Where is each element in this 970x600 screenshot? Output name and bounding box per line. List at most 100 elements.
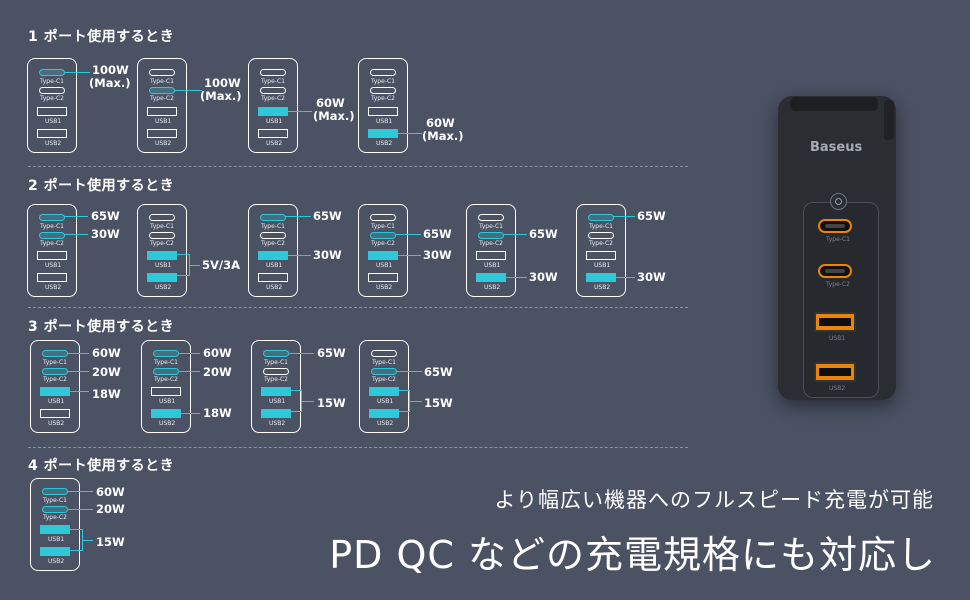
connector-line <box>397 255 421 257</box>
charger-plug-cap <box>790 97 878 111</box>
type-c2-port <box>39 87 65 94</box>
usb1-port <box>37 107 67 116</box>
connector-line <box>180 413 200 415</box>
usb2-port <box>369 409 399 418</box>
connector-line <box>64 234 88 236</box>
port-diagram-card: Type-C1 Type-C2 USB1 USB2 <box>27 204 77 297</box>
port-label: Type-C2 <box>154 376 178 383</box>
usb2-port <box>147 273 177 282</box>
type-c2-port <box>42 368 68 375</box>
usb1-port <box>151 387 181 396</box>
connector-line <box>285 216 311 218</box>
wattage-label: 60W <box>203 346 232 360</box>
wattage-label: 18W <box>92 387 121 401</box>
type-c1-port <box>263 350 289 357</box>
port-label: USB2 <box>594 284 611 291</box>
wattage-label: 18W <box>203 406 232 420</box>
section-divider <box>28 166 688 167</box>
type-c1-port <box>42 350 68 357</box>
port-label: USB1 <box>155 118 172 125</box>
section-title-three-port: 3 ポート使用するとき <box>28 319 175 335</box>
port-label: USB2 <box>376 284 393 291</box>
connector-line <box>67 353 89 355</box>
wattage-label: 65W <box>317 346 346 360</box>
port-diagram-card: Type-C1 Type-C2 USB1 USB2 <box>358 204 408 297</box>
type-c1-port <box>260 214 286 221</box>
connector-line <box>83 540 93 542</box>
wattage-label: 15W <box>424 396 453 410</box>
connector-line <box>613 216 635 218</box>
usb1-port <box>368 107 398 116</box>
port-diagram-card: Type-C1 Type-C2 USB1 USB2 <box>248 204 298 297</box>
charger-plug-edge <box>884 100 894 140</box>
usb1-port <box>258 107 288 116</box>
type-c1-port <box>149 69 175 76</box>
port-label: USB1 <box>269 398 286 405</box>
usb1-port <box>147 251 177 260</box>
type-c2-port <box>370 87 396 94</box>
type-c2-port <box>39 232 65 239</box>
connector-line <box>410 401 422 403</box>
connector-line <box>64 216 88 218</box>
wattage-label: 30W <box>423 248 452 262</box>
port-label: Type-C1 <box>40 223 64 230</box>
port-diagram-card: Type-C1 Type-C2 USB1 USB2 <box>358 58 408 153</box>
port-label: Type-C2 <box>372 376 396 383</box>
max-label: (Max.) <box>313 109 355 123</box>
port-label: Type-C2 <box>261 95 285 102</box>
port-label: Type-C1 <box>154 359 178 366</box>
connector-line <box>64 72 90 74</box>
usb2-port <box>261 409 291 418</box>
port-label: USB2 <box>48 558 65 565</box>
wattage-label: 60W <box>96 485 125 499</box>
charger-port-label: Type-C1 <box>826 236 850 243</box>
connector-line <box>615 277 635 279</box>
type-c2-port <box>42 506 68 513</box>
connector-line <box>174 90 202 92</box>
connector-line <box>287 111 312 113</box>
port-label: Type-C1 <box>264 359 288 366</box>
wattage-label: 30W <box>529 270 558 284</box>
connector-line <box>505 277 527 279</box>
port-label: USB1 <box>48 536 65 543</box>
connector-line <box>395 234 421 236</box>
port-label: Type-C2 <box>150 95 174 102</box>
wattage-label: 65W <box>423 227 452 241</box>
port-diagram-card: Type-C1 Type-C2 USB1 USB2 <box>248 58 298 153</box>
section-title-four-port: 4 ポート使用するとき <box>28 458 175 474</box>
type-c2-port <box>588 232 614 239</box>
connector-line <box>396 371 422 373</box>
port-label: USB2 <box>377 420 394 427</box>
section-divider <box>28 447 688 448</box>
wattage-label: 20W <box>96 502 125 516</box>
port-group-bracket <box>398 390 410 412</box>
port-group-bracket <box>290 390 302 412</box>
wattage-label: 15W <box>317 396 346 410</box>
port-diagram-card: Type-C1 Type-C2 USB1 USB2 <box>27 58 77 153</box>
type-c2-port <box>371 368 397 375</box>
wattage-label: 30W <box>91 227 120 241</box>
usb2-port <box>37 129 67 138</box>
port-label: Type-C2 <box>479 240 503 247</box>
usb1-port <box>369 387 399 396</box>
type-c1-port <box>588 214 614 221</box>
port-label: USB2 <box>45 284 62 291</box>
port-group-bracket <box>176 254 190 276</box>
port-group-bracket <box>69 529 83 551</box>
port-label: USB1 <box>159 398 176 405</box>
port-diagram-card: Type-C1 Type-C2 USB1 USB2 <box>576 204 626 297</box>
connector-line <box>67 509 93 511</box>
type-c2-port <box>260 232 286 239</box>
max-label: (Max.) <box>200 89 242 103</box>
connector-line <box>67 371 89 373</box>
connector-line <box>503 234 527 236</box>
usb2-port <box>40 547 70 556</box>
wattage-label: 60W <box>316 96 345 110</box>
connector-line <box>287 255 311 257</box>
port-diagram-card: Type-C1 Type-C2 USB1 USB2 <box>137 58 187 153</box>
connector-line <box>178 371 200 373</box>
port-label: Type-C2 <box>40 95 64 102</box>
connector-line <box>69 391 89 393</box>
type-c1-port <box>39 214 65 221</box>
usb1-port <box>258 251 288 260</box>
